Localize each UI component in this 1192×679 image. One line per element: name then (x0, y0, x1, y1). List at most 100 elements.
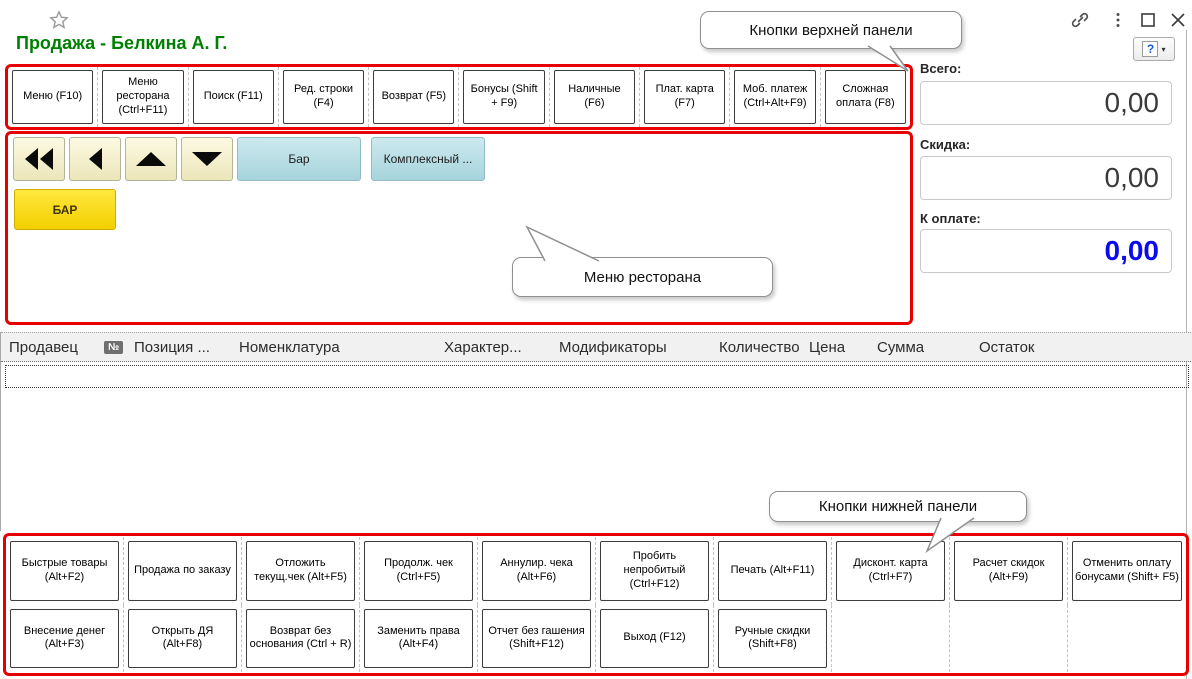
top-panel-button-3[interactable]: Поиск (F11) (192, 70, 274, 124)
category-tab-komplex[interactable]: Комплексный ... (371, 137, 485, 181)
get-link-icon[interactable] (1068, 8, 1092, 32)
column-header-5[interactable]: Характер... (444, 338, 522, 356)
column-header-8[interactable]: Цена (809, 338, 846, 356)
step-back-icon[interactable] (69, 137, 121, 181)
bottom-panel-button-r2-c7[interactable]: Ручные скидки (Shift+F8) (718, 608, 827, 668)
top-panel-button-10[interactable]: Сложная оплата (F8) (824, 70, 906, 124)
bottom-panel-button-r2-c1[interactable]: Внесение денег (Alt+F3) (10, 608, 119, 668)
bottom-panel-cell: Аннулир. чека (Alt+F6) (478, 537, 596, 605)
top-panel-cell: Меню (F10) (8, 67, 99, 127)
top-panel-button-4[interactable]: Ред. строки (F4) (282, 70, 365, 124)
top-panel-cell: Ред. строки (F4) (279, 67, 370, 127)
bottom-panel-cell (950, 604, 1068, 672)
column-header-7[interactable]: Количество (719, 338, 800, 356)
bottom-panel-cell: Дисконт. карта (Ctrl+F7) (832, 537, 950, 605)
top-panel-button-7[interactable]: Наличные (F6) (553, 70, 636, 124)
bottom-panel-cell: Продолж. чек (Ctrl+F5) (360, 537, 478, 605)
row-number-badge: № (104, 340, 124, 354)
help-button[interactable]: ? ▾ (1133, 37, 1175, 61)
top-panel-cell: Сложная оплата (F8) (821, 67, 910, 127)
bottom-panel-button-r1-c4[interactable]: Продолж. чек (Ctrl+F5) (364, 541, 473, 601)
bottom-panel-cell (1068, 605, 1186, 673)
maximize-icon[interactable] (1136, 8, 1160, 32)
bottom-panel-button-r1-c1[interactable]: Быстрые товары (Alt+F2) (10, 541, 119, 601)
page-title: Продажа - Белкина А. Г. (16, 33, 228, 53)
bottom-panel-button-r2-c4[interactable]: Заменить права (Alt+F4) (364, 608, 473, 668)
items-table-header: Продавец № Позиция ... Номенклатура Характер… (1, 332, 1192, 362)
bottom-panel-button-r1-c8[interactable]: Дисконт. карта (Ctrl+F7) (836, 541, 945, 601)
top-panel-cell: Бонусы (Shift + F9) (459, 67, 550, 127)
total-value-field: 0,00 (920, 81, 1172, 125)
column-header-6[interactable]: Модификаторы (559, 338, 667, 356)
table-row[interactable] (5, 365, 1189, 388)
bottom-panel-button-r2-c5[interactable]: Отчет без гашения (Shift+F12) (482, 608, 591, 668)
column-header-3[interactable]: Позиция ... (134, 338, 210, 356)
bottom-panel-cell (832, 604, 950, 672)
top-panel-cell: Поиск (F11) (189, 67, 279, 127)
menu-item-bar-button[interactable]: БАР (14, 189, 116, 230)
bottom-panel-cell: Внесение денег (Alt+F3) (6, 604, 124, 672)
column-header-2[interactable]: № (96, 333, 126, 361)
bottom-panel-button-r1-c5[interactable]: Аннулир. чека (Alt+F6) (482, 541, 591, 601)
bottom-panel-cell: Заменить права (Alt+F4) (360, 604, 478, 672)
to-pay-label: К оплате: (920, 211, 981, 226)
column-header-4[interactable]: Номенклатура (239, 338, 340, 356)
column-header-1[interactable]: Продавец (9, 338, 78, 356)
bottom-panel-button-r1-c2[interactable]: Продажа по заказу (128, 541, 237, 601)
discount-value-field: 0,00 (920, 156, 1172, 200)
top-panel-highlight-frame (5, 64, 913, 130)
column-header-10[interactable]: Остаток (979, 338, 1035, 356)
down-icon[interactable] (181, 137, 233, 181)
top-panel-cell: Наличные (F6) (550, 67, 641, 127)
menu-highlight-frame (5, 131, 913, 325)
top-panel-button-2[interactable]: Меню ресторана (Ctrl+F11) (102, 70, 184, 124)
to-pay-value: 0,00 (1104, 235, 1160, 266)
bottom-panel-button-r1-c10[interactable]: Отменить оплату бонусами (Shift+ F5) (1072, 541, 1182, 601)
category-tab-bar[interactable]: Бар (237, 137, 361, 181)
bottom-panel-cell: Отменить оплату бонусами (Shift+ F5) (1068, 537, 1186, 605)
bottom-panel-cell: Расчет скидок (Alt+F9) (950, 537, 1068, 605)
to-pay-value-field: 0,00 (920, 229, 1172, 273)
top-panel-cell: Моб. платеж (Ctrl+Alt+F9) (730, 67, 821, 127)
bottom-panel-cell: Отложить текущ.чек (Alt+F5) (242, 537, 360, 605)
bottom-panel-cell: Ручные скидки (Shift+F8) (714, 604, 832, 672)
top-panel-button-8[interactable]: Плат. карта (F7) (644, 70, 726, 124)
discount-label: Скидка: (920, 137, 971, 152)
bottom-panel-button-r1-c3[interactable]: Отложить текущ.чек (Alt+F5) (246, 541, 355, 601)
callout-restaurant-menu: Меню ресторана (512, 257, 773, 297)
total-value: 0,00 (1104, 87, 1160, 118)
column-header-9[interactable]: Сумма (877, 338, 925, 356)
callout-bottom-panel: Кнопки нижней панели (769, 491, 1027, 522)
top-panel-cell: Возврат (F5) (369, 67, 460, 127)
bottom-panel-button-r1-c7[interactable]: Печать (Alt+F11) (718, 541, 827, 601)
bottom-panel-cell: Продажа по заказу (124, 537, 242, 605)
fast-rewind-icon[interactable] (13, 137, 65, 181)
chevron-down-icon: ▾ (1161, 44, 1166, 54)
favorite-star-icon[interactable] (47, 8, 71, 32)
top-panel-button-1[interactable]: Меню (F10) (12, 70, 94, 124)
bottom-panel-button-r2-c6[interactable]: Выход (F12) (600, 608, 709, 668)
top-panel-cell: Плат. карта (F7) (640, 67, 731, 127)
bottom-panel-highlight-frame (3, 533, 1189, 676)
bottom-panel-button-r2-c2[interactable]: Открыть ДЯ (Alt+F8) (128, 608, 237, 668)
top-panel-button-5[interactable]: Возврат (F5) (373, 70, 455, 124)
bottom-panel-cell: Выход (F12) (596, 604, 714, 672)
top-panel-button-9[interactable]: Моб. платеж (Ctrl+Alt+F9) (734, 70, 816, 124)
bottom-panel-button-r2-c3[interactable]: Возврат без основания (Ctrl + R) (246, 608, 355, 668)
close-icon[interactable] (1166, 8, 1190, 32)
more-menu-icon[interactable] (1106, 8, 1130, 32)
bottom-panel-cell: Возврат без основания (Ctrl + R) (242, 604, 360, 672)
up-icon[interactable] (125, 137, 177, 181)
bottom-panel-button-r1-c6[interactable]: Пробить непробитый (Ctrl+F12) (600, 541, 709, 601)
bottom-panel-cell: Печать (Alt+F11) (714, 537, 832, 605)
bottom-button-panel: Быстрые товары (Alt+F2)Продажа по заказу… (6, 537, 1186, 672)
top-button-panel: Меню (F10)Меню ресторана (Ctrl+F11)Поиск… (8, 67, 910, 127)
top-panel-cell: Меню ресторана (Ctrl+F11) (98, 67, 189, 127)
bottom-panel-cell: Отчет без гашения (Shift+F12) (478, 604, 596, 672)
bottom-panel-cell: Пробить непробитый (Ctrl+F12) (596, 537, 714, 605)
total-label: Всего: (920, 61, 962, 76)
help-icon: ? (1142, 41, 1159, 57)
bottom-panel-button-r1-c9[interactable]: Расчет скидок (Alt+F9) (954, 541, 1063, 601)
top-panel-button-6[interactable]: Бонусы (Shift + F9) (463, 70, 545, 124)
